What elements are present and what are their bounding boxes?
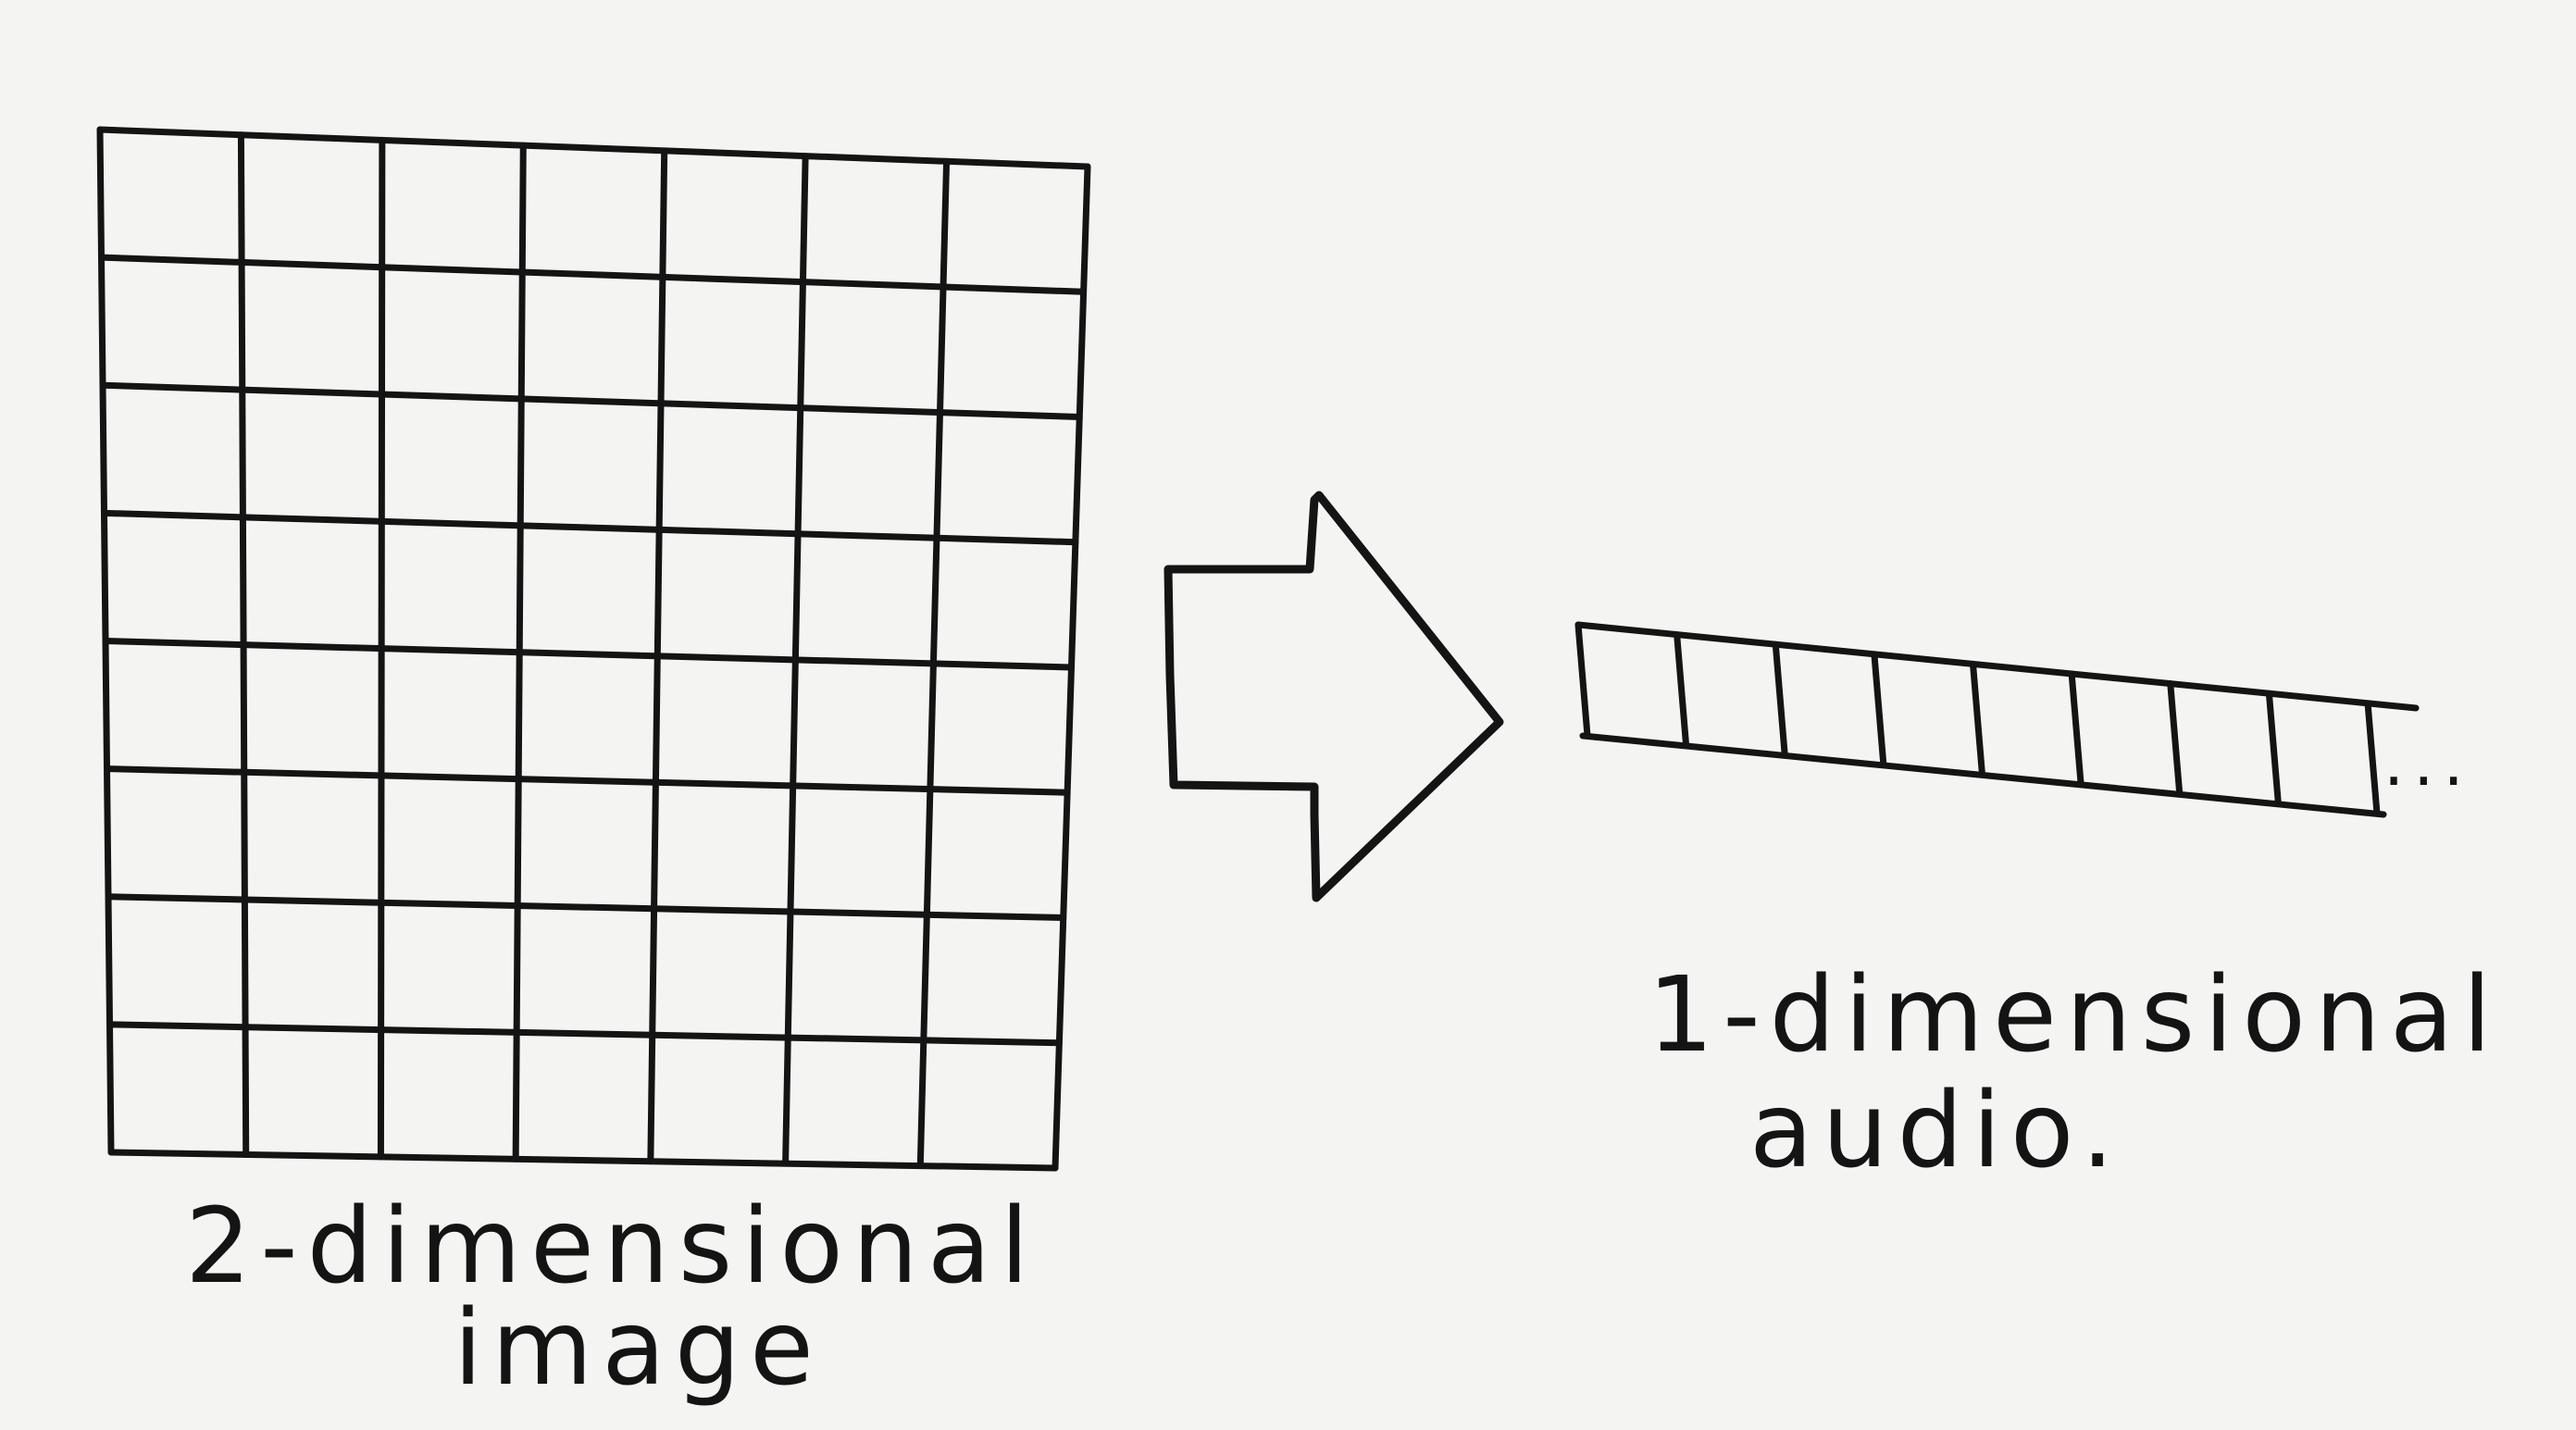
grid-column-line: [237, 131, 250, 1158]
strip-cell-divider: [1970, 660, 1986, 778]
one-dimensional-strip: [1574, 621, 2420, 818]
grid-row-line: [107, 1149, 1059, 1172]
strip-caption-line1: 1-dimensional: [1648, 955, 2501, 1076]
grid-row-line: [96, 126, 1091, 170]
grid-row-line: [102, 638, 1075, 671]
strip-cell-divider: [2364, 700, 2381, 817]
two-dimensional-grid: [96, 126, 1091, 1172]
strip-cell-divider: [2167, 680, 2184, 798]
grid-row-line: [98, 254, 1088, 295]
strip-cell-divider: [1574, 621, 1591, 740]
grid-column-line: [916, 157, 951, 1170]
grid-column-line: [96, 126, 115, 1156]
grid-caption-line1: 2-dimensional: [185, 1187, 1039, 1307]
strip-cell-divider: [1674, 631, 1690, 749]
grid-column-line: [512, 142, 527, 1163]
strip-cell-divider: [1772, 640, 1788, 759]
strip-cell-divider: [2265, 690, 2282, 807]
grid-column-line: [377, 136, 386, 1161]
grid-row-line: [106, 1021, 1063, 1047]
grid-column-line: [782, 153, 809, 1167]
grid-column-line: [1052, 163, 1091, 1172]
grid-row-line: [104, 765, 1071, 796]
grid-row-line: [101, 509, 1079, 546]
grid-caption-line2: image: [454, 1288, 823, 1409]
continuation-dots: ...: [2383, 725, 2473, 801]
grid-row-line: [105, 893, 1067, 921]
strip-caption-line2: audio.: [1749, 1071, 2123, 1191]
strip-cell-divider: [2068, 670, 2084, 788]
right-arrow: [1164, 491, 1504, 902]
strip-top-edge: [1574, 621, 2420, 712]
grid-column-line: [647, 147, 668, 1165]
strip-cell-divider: [1871, 651, 1887, 768]
grid-row-line: [99, 381, 1083, 420]
